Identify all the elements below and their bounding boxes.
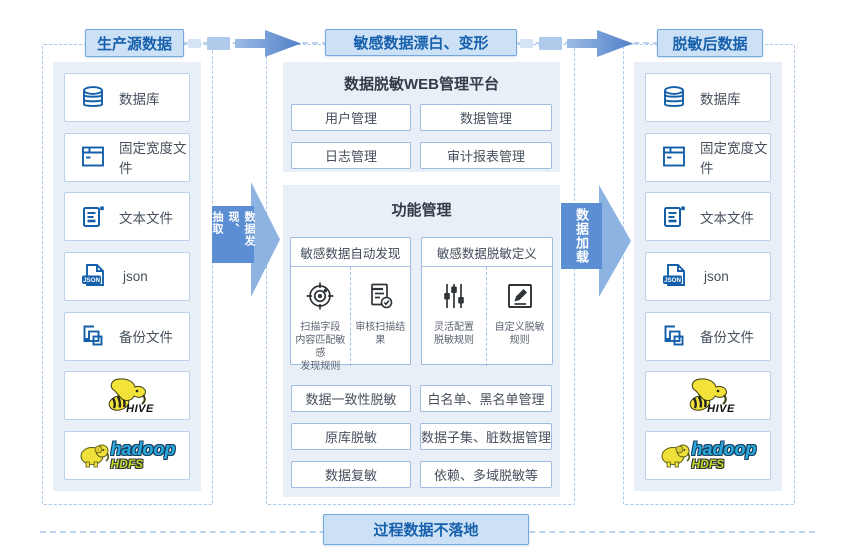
flow-arrow-source-to-process bbox=[188, 30, 301, 57]
hive-logo-text: HIVE bbox=[707, 402, 735, 415]
result-data-pill: 脱敏后数据 bbox=[657, 29, 763, 57]
button-in-place-masking: 原库脱敏 bbox=[291, 423, 411, 450]
json-file-icon: JSON bbox=[78, 261, 112, 291]
item-label: 固定宽度文件 bbox=[119, 141, 187, 177]
feature-label: 自定义脱敏 规则 bbox=[494, 322, 545, 346]
source-data-pill: 生产源数据 bbox=[85, 29, 184, 57]
group-title: 敏感数据自动发现 bbox=[291, 238, 410, 267]
target-icon bbox=[304, 280, 336, 312]
source-item-fixed-width-file: 固定宽度文件 bbox=[64, 132, 190, 182]
hadoop-hdfs-logo: hadoop HDFS bbox=[79, 440, 176, 470]
button-user-management: 用户管理 bbox=[291, 104, 411, 131]
result-item-database: 数据库 bbox=[645, 73, 771, 122]
item-label: 数据库 bbox=[700, 91, 741, 107]
button-data-consistency-masking: 数据一致性脱敏 bbox=[291, 385, 411, 412]
process-data-pill-label: 敏感数据漂白、变形 bbox=[353, 35, 489, 52]
backup-file-icon bbox=[78, 321, 108, 351]
source-item-hadoop-hdfs: hadoop HDFS bbox=[64, 430, 190, 480]
item-label: 数据库 bbox=[119, 91, 160, 107]
backup-file-icon bbox=[659, 321, 689, 351]
sliders-icon bbox=[438, 280, 470, 312]
hadoop-logo-text: hadoop bbox=[691, 439, 757, 460]
button-data-remasking: 数据复敏 bbox=[291, 461, 411, 488]
item-label: 备份文件 bbox=[119, 330, 173, 346]
button-whitelist-blacklist-management: 白名单、黑名单管理 bbox=[420, 385, 553, 412]
fixed-width-file-icon bbox=[659, 142, 689, 172]
edit-icon bbox=[504, 280, 536, 312]
no-landing-banner: 过程数据不落地 bbox=[323, 514, 529, 545]
button-dependency-multidomain-masking: 依赖、多域脱敏等 bbox=[420, 461, 553, 488]
button-audit-report-management: 审计报表管理 bbox=[420, 142, 552, 169]
item-label: 文本文件 bbox=[700, 210, 754, 226]
function-management-title: 功能管理 bbox=[391, 202, 452, 219]
source-data-pill-label: 生产源数据 bbox=[96, 35, 172, 53]
text-file-icon bbox=[659, 202, 689, 232]
source-item-text-file: 文本文件 bbox=[64, 192, 190, 242]
source-item-hive: HIVE bbox=[64, 371, 190, 421]
source-items-panel: 数据库 固定宽度文件 bbox=[53, 62, 201, 491]
process-data-pill: 敏感数据漂白、变形 bbox=[325, 29, 517, 56]
hive-logo: HIVE bbox=[681, 377, 735, 415]
group-title: 敏感数据脱敏定义 bbox=[421, 238, 552, 267]
item-label: 备份文件 bbox=[700, 330, 754, 346]
json-badge-text: JSON bbox=[664, 277, 681, 284]
result-items-panel: 数据库 固定宽度文件 bbox=[634, 62, 782, 491]
database-icon bbox=[659, 83, 689, 113]
flow-arrow-process-to-result bbox=[520, 30, 633, 57]
group-sensitive-data-masking-definition: 敏感数据脱敏定义 灵活配置 脱敏 bbox=[420, 237, 553, 366]
feature-audit-scan-results: 审核扫描结果 bbox=[351, 267, 410, 366]
feature-flexible-rules: 灵活配置 脱敏规则 bbox=[422, 267, 488, 366]
button-subset-dirty-data-management: 数据子集、脏数据管理 bbox=[420, 423, 553, 450]
feature-label: 审核扫描结果 bbox=[355, 322, 406, 346]
extract-arrow-label-box: 数据发现、抽取 bbox=[211, 206, 255, 263]
extract-arrow-head bbox=[251, 182, 280, 297]
no-landing-banner-label: 过程数据不落地 bbox=[373, 522, 479, 539]
json-badge-text: JSON bbox=[83, 277, 100, 284]
group-sensitive-data-auto-discovery: 敏感数据自动发现 bbox=[290, 237, 411, 372]
audit-result-icon bbox=[364, 280, 396, 312]
fixed-width-file-icon bbox=[78, 142, 108, 172]
item-label: json bbox=[704, 268, 729, 284]
web-platform-title: 数据脱敏WEB管理平台 bbox=[344, 76, 499, 93]
source-item-backup-file: 备份文件 bbox=[64, 311, 190, 361]
load-arrow-head bbox=[599, 185, 631, 297]
result-item-backup-file: 备份文件 bbox=[645, 311, 771, 361]
source-item-database: 数据库 bbox=[64, 73, 190, 122]
result-item-json: JSON json bbox=[645, 251, 771, 301]
feature-label: 扫描字段 内容匹配敏感 发现规则 bbox=[295, 322, 346, 372]
result-data-pill-label: 脱敏后数据 bbox=[672, 35, 748, 53]
web-platform-panel: 数据脱敏WEB管理平台 用户管理 数据管理 日志管理 审计报表管理 bbox=[283, 62, 560, 172]
result-item-fixed-width-file: 固定宽度文件 bbox=[645, 132, 771, 182]
item-label: 固定宽度文件 bbox=[700, 141, 768, 177]
result-item-hadoop-hdfs: hadoop HDFS bbox=[645, 430, 771, 480]
extract-arrow-text: 数据发现、抽取 bbox=[211, 211, 255, 247]
hive-logo-text: HIVE bbox=[126, 402, 154, 415]
load-arrow-text: 数据加载 bbox=[574, 208, 589, 264]
hive-logo: HIVE bbox=[100, 377, 154, 415]
text-file-icon bbox=[78, 202, 108, 232]
json-file-icon: JSON bbox=[659, 261, 693, 291]
button-log-management: 日志管理 bbox=[291, 142, 411, 169]
result-item-text-file: 文本文件 bbox=[645, 192, 771, 242]
result-item-hive: HIVE bbox=[645, 371, 771, 421]
feature-scan-rules: 扫描字段 内容匹配敏感 发现规则 bbox=[291, 267, 351, 372]
load-arrow-label-box: 数据加载 bbox=[561, 203, 602, 269]
hdfs-logo-text: HDFS bbox=[110, 457, 144, 472]
feature-custom-rules: 自定义脱敏 规则 bbox=[487, 267, 552, 366]
feature-label: 灵活配置 脱敏规则 bbox=[433, 322, 474, 346]
item-label: json bbox=[123, 268, 148, 284]
hadoop-hdfs-logo: hadoop HDFS bbox=[660, 440, 757, 470]
hadoop-logo-text: hadoop bbox=[110, 439, 176, 460]
source-item-json: JSON json bbox=[64, 251, 190, 301]
button-data-management: 数据管理 bbox=[420, 104, 552, 131]
item-label: 文本文件 bbox=[119, 210, 173, 226]
database-icon bbox=[78, 83, 108, 113]
hdfs-logo-text: HDFS bbox=[691, 457, 725, 472]
function-management-panel: 功能管理 敏感数据自动发现 bbox=[283, 185, 560, 497]
